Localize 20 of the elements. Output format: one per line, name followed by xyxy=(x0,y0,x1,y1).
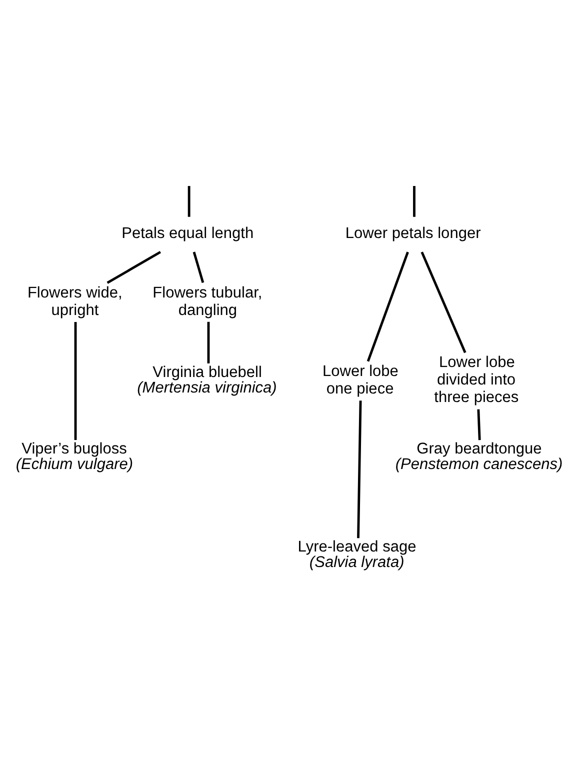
connector xyxy=(366,252,409,362)
node-text: Virginia bluebell (Mertensia virginica) xyxy=(137,364,277,396)
node-text: Petals equal length xyxy=(122,225,254,242)
connector xyxy=(420,252,466,354)
connector xyxy=(106,250,162,284)
node-text: Lower petals longer xyxy=(345,225,481,242)
connector xyxy=(477,409,481,440)
node-text: Flowers tubular, dangling xyxy=(152,284,262,319)
connector xyxy=(357,400,362,538)
connector xyxy=(413,186,416,217)
node-text: Viper’s bugloss (Echium vulgare) xyxy=(16,440,134,474)
node-text: Lyre-leaved sage (Salvia lyrata) xyxy=(298,538,416,572)
connector xyxy=(192,252,204,283)
connector xyxy=(207,322,210,364)
connector xyxy=(74,322,77,440)
node-text: Lower lobe one piece xyxy=(322,362,398,398)
node-text: Gray beardtongue (Penstemon canescens) xyxy=(395,440,563,474)
node-text: Flowers wide, upright xyxy=(27,284,122,319)
node-text: Lower lobe divided into three pieces xyxy=(434,354,519,406)
connector xyxy=(188,186,190,217)
